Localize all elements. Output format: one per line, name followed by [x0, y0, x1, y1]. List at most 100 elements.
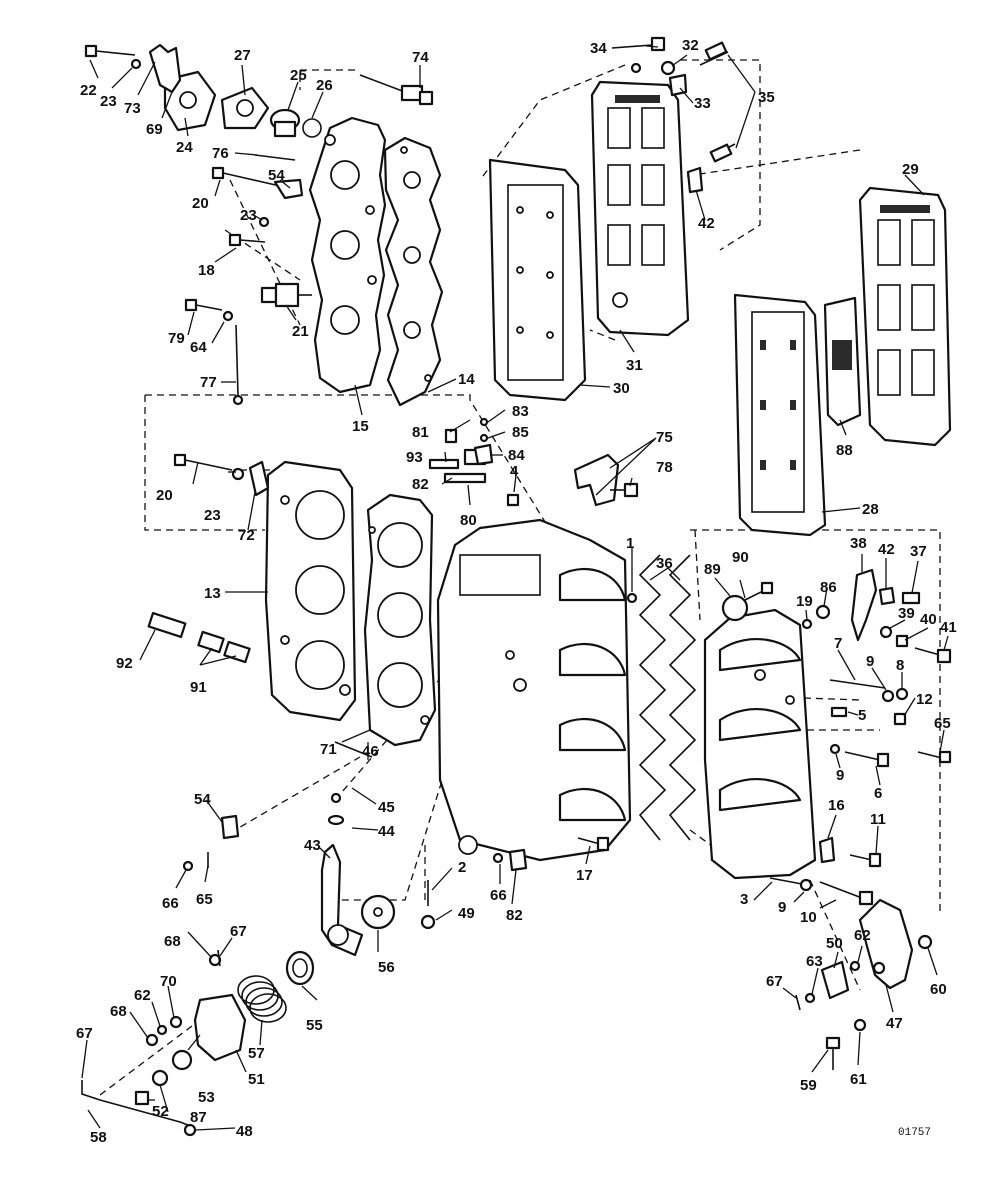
clip-42-top: [686, 166, 704, 194]
callout-88: 88: [836, 442, 853, 459]
intake-gasket-28: [733, 293, 827, 537]
callout-33: 33: [694, 95, 711, 112]
thermostat-25: [269, 108, 301, 138]
bolt-6: [844, 751, 890, 768]
nut-66-left: [182, 860, 194, 872]
clip-82-low: [508, 848, 528, 872]
nut-48: [183, 1123, 197, 1137]
washer-62-right: [849, 960, 861, 972]
callout-16: 16: [828, 797, 845, 814]
callout-6: 6: [874, 785, 882, 802]
screw-18: [228, 233, 266, 247]
cylinder-head-gasket: [383, 136, 444, 407]
clip-84: [473, 443, 494, 466]
callout-55: 55: [306, 1017, 323, 1034]
callout-59: 59: [800, 1077, 817, 1094]
callout-38: 38: [850, 535, 867, 552]
throttle-arm-43: [320, 843, 364, 957]
screw-52: [134, 1090, 150, 1106]
callout-58: 58: [90, 1129, 107, 1146]
callout-23-mid: 23: [240, 207, 257, 224]
callout-79: 79: [168, 330, 185, 347]
spring-39: [879, 625, 893, 639]
washer-44: [327, 814, 345, 826]
bolt-10: [819, 881, 874, 906]
bolt-34: [611, 36, 666, 52]
callout-21: 21: [292, 323, 309, 340]
plate-50: [820, 960, 850, 1000]
washer-56-hole: [373, 907, 383, 917]
callout-89: 89: [704, 561, 721, 578]
washer-9-mid: [829, 743, 841, 755]
callout-48: 48: [236, 1123, 253, 1140]
callout-87: 87: [190, 1109, 207, 1126]
washer-70: [169, 1015, 183, 1029]
seal-ring-26: [302, 118, 322, 138]
bolt-79: [184, 298, 223, 312]
screw-17: [577, 836, 610, 852]
callout-90: 90: [732, 549, 749, 566]
callout-17: 17: [576, 867, 593, 884]
washer-61: [853, 1018, 867, 1032]
nut-62-right: [872, 961, 886, 975]
fitting-91: [197, 630, 251, 664]
callout-28: 28: [862, 501, 879, 518]
callout-78: 78: [656, 459, 673, 476]
screw-41: [914, 647, 952, 664]
washer-62-left: [156, 1024, 168, 1036]
callout-74: 74: [412, 49, 429, 66]
pin-3: [769, 877, 803, 885]
plug-4: [506, 493, 520, 507]
tube-46: [334, 741, 373, 758]
callout-27: 27: [234, 47, 251, 64]
screw-12: [893, 712, 907, 726]
callout-92: 92: [116, 655, 133, 672]
bracket-73: [148, 43, 182, 94]
callout-67-left: 67: [76, 1025, 93, 1042]
callout-19: 19: [796, 593, 813, 610]
callout-39: 39: [898, 605, 915, 622]
callout-31: 31: [626, 357, 643, 374]
nut-60: [917, 934, 933, 950]
bracket-75: [573, 453, 620, 507]
callout-84: 84: [508, 447, 525, 464]
callout-labels: 22 23 73 69 24 27 25 26 74 76 54 20 23 1…: [76, 37, 957, 1146]
nut-45: [330, 792, 342, 804]
callout-42-top: 42: [698, 215, 715, 232]
callout-23-top: 23: [100, 93, 117, 110]
washer-23-low: [231, 467, 245, 481]
callout-56: 56: [378, 959, 395, 976]
thermostat-cover-24: [163, 70, 217, 132]
callout-46: 46: [362, 743, 379, 760]
callout-62-right: 62: [854, 927, 871, 944]
nut-68-left: [145, 1033, 159, 1047]
callout-3: 3: [740, 891, 748, 908]
callout-81: 81: [412, 424, 429, 441]
bolt-20-top: [211, 166, 281, 187]
washer-9-top: [881, 689, 895, 703]
washer-23-top: [130, 58, 142, 70]
cam-51: [193, 993, 247, 1062]
callout-60: 60: [930, 981, 947, 998]
rod-76: [254, 154, 296, 161]
callout-30: 30: [613, 380, 630, 397]
callout-14: 14: [458, 371, 475, 388]
clip-54-low: [220, 814, 240, 840]
callout-85: 85: [512, 424, 529, 441]
callout-50: 50: [826, 935, 843, 952]
screw-37: [901, 591, 921, 605]
sensor-92: [147, 611, 187, 639]
callout-4: 4: [510, 463, 519, 480]
callout-24: 24: [176, 139, 193, 156]
bolt-35-top: [699, 41, 729, 66]
callout-68-top: 68: [164, 933, 181, 950]
leader-lines: [81, 45, 949, 1131]
callout-70: 70: [160, 973, 177, 990]
callout-52: 52: [152, 1103, 169, 1120]
callout-66-center: 66: [490, 887, 507, 904]
clip-54-top: [273, 178, 304, 200]
washer-32: [660, 60, 676, 76]
callout-49: 49: [458, 905, 475, 922]
callout-11: 11: [870, 811, 886, 828]
reed-plate-88: [823, 296, 862, 427]
